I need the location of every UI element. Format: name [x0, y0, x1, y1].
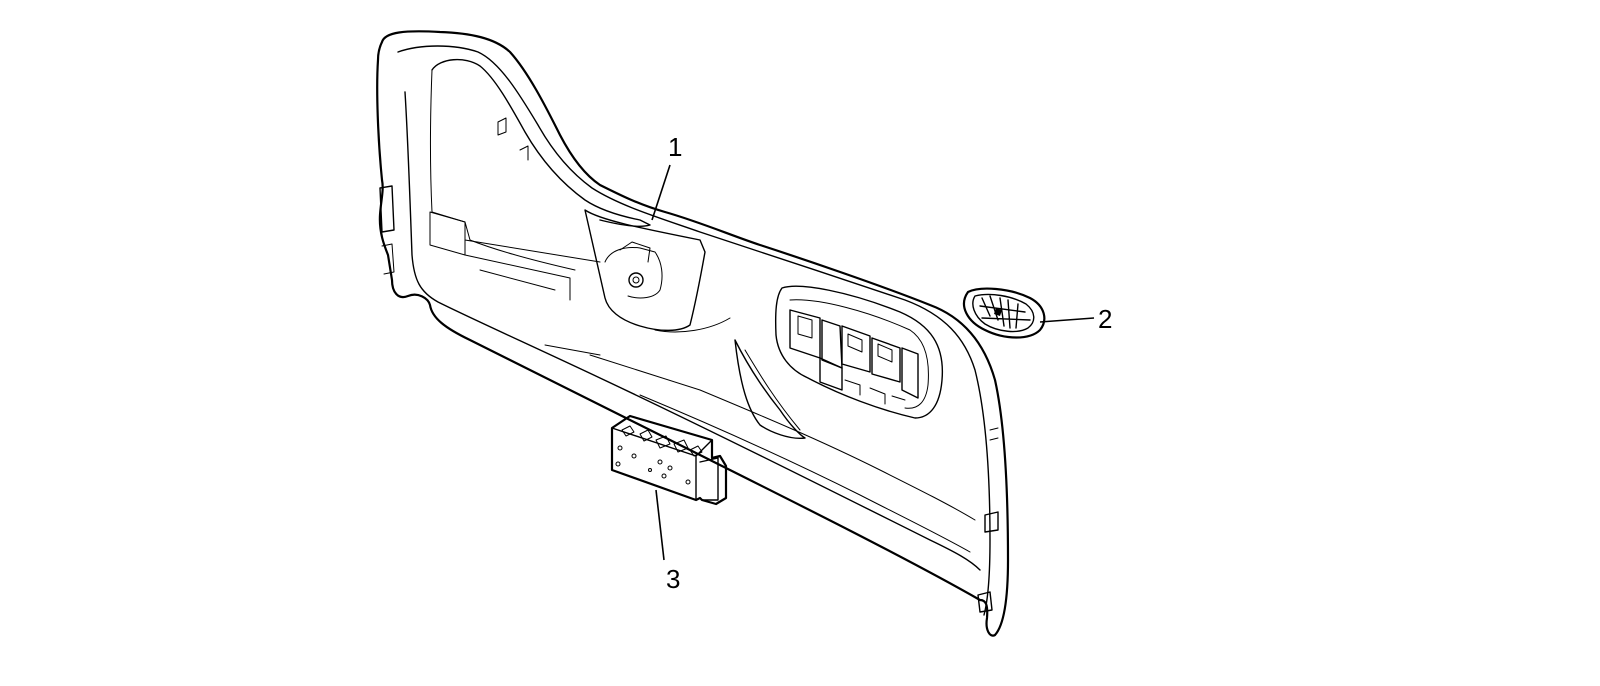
switch-opening-inner: [789, 299, 929, 409]
trim-panel: [376, 30, 1010, 637]
latch-pocket-inner: [604, 247, 663, 299]
upper-clip-tab: [497, 117, 529, 161]
switch-bezel-ribs: [789, 309, 919, 405]
lower-edge-lines: [544, 344, 976, 521]
right-clip-tab: [984, 511, 999, 533]
switch-opening: [774, 285, 944, 419]
lower-relief-line: [744, 349, 801, 431]
trim-panel-outline: [376, 30, 1010, 637]
clip-hole: [994, 308, 1002, 316]
right-clip-tab-2: [977, 591, 993, 613]
latch-bolt: [628, 272, 644, 288]
upper-recess: [431, 59, 651, 227]
callout-1: 1: [668, 132, 682, 162]
lower-edge-lines-2: [639, 394, 971, 553]
clip-inner: [972, 293, 1035, 333]
recess-shelf: [464, 239, 601, 301]
clip-part: [962, 287, 1046, 339]
leader-line-3: [655, 489, 665, 561]
latch-tab: [619, 241, 731, 333]
callout-2: 2: [1098, 304, 1112, 334]
switch-module-buttons: [615, 425, 703, 485]
trim-panel-inner-rim: [397, 45, 991, 616]
callout-3: 3: [666, 564, 680, 594]
clip-outline: [962, 287, 1046, 339]
switch-module-connector: [699, 457, 719, 501]
leader-line-1: [651, 164, 671, 221]
left-clip-tab: [379, 185, 395, 233]
latch-pocket: [584, 209, 706, 332]
leader-line-2: [1039, 317, 1095, 323]
switch-module: [610, 414, 728, 506]
latch-bolt-inner: [632, 276, 640, 284]
left-clip-tab-2: [381, 243, 395, 275]
lower-relief: [734, 339, 806, 440]
right-edge-mark: [989, 427, 999, 441]
switch-module-top: [611, 427, 713, 501]
clip-ribs: [979, 295, 1031, 329]
trim-panel-inner-rim-lower: [404, 91, 981, 571]
upper-recess-step: [429, 211, 466, 256]
upper-recess-edge: [430, 69, 576, 271]
